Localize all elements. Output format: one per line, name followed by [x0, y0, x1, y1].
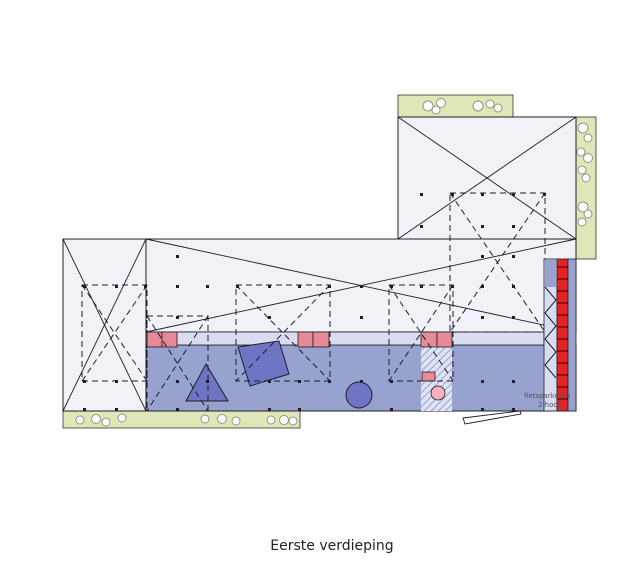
pink-blocks [146, 331, 453, 382]
circle-shape [345, 381, 373, 409]
column-grid [83, 193, 546, 411]
plan-caption: Eerste verdieping [270, 538, 394, 554]
bike-rack-ticks [557, 266, 568, 400]
bike-label-line1: fietsparkeren [524, 392, 570, 400]
entrance-ramp [462, 410, 522, 425]
floor-blue-strip [145, 331, 545, 346]
shrubs [75, 98, 593, 427]
bike-label-line2: 2 hoog [538, 401, 562, 409]
bike-parking [543, 258, 577, 412]
pink-circle [430, 385, 446, 401]
square-shape [237, 340, 290, 387]
